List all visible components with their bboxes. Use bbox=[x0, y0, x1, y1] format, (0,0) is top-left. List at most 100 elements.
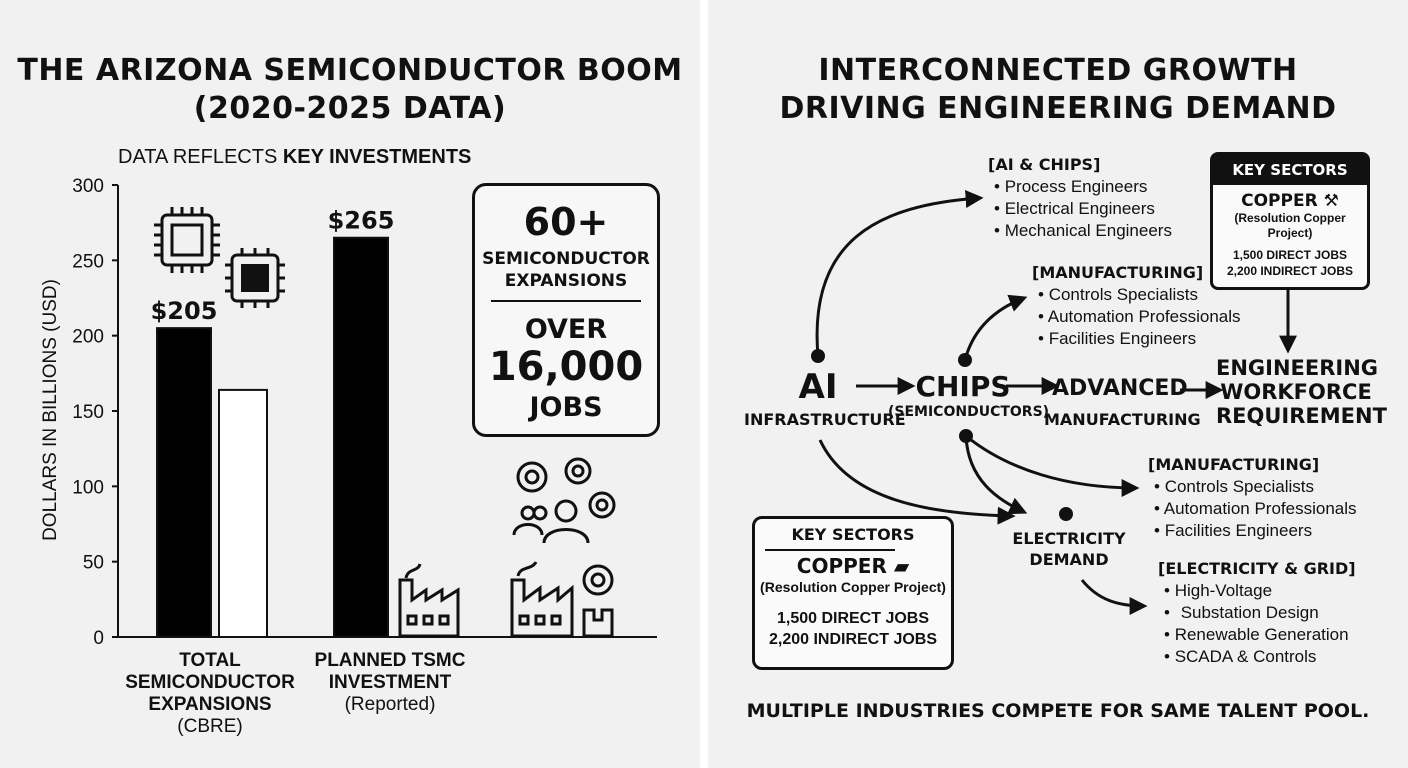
category-1-line1: TOTAL bbox=[179, 650, 241, 671]
list-item: High-Voltage bbox=[1164, 580, 1356, 602]
category-2-note: (Reported) bbox=[344, 694, 436, 715]
sector-bottom-direct: 1,500 DIRECT JOBS bbox=[776, 610, 930, 627]
left-title-line2: (2020-2025 DATA) bbox=[193, 91, 507, 126]
chips-node-dot-bottom bbox=[959, 429, 973, 443]
y-tick-label: 100 bbox=[72, 477, 104, 498]
y-tick-label: 200 bbox=[72, 327, 104, 348]
list-manufacturing-bottom: [MANUFACTURING] Controls Specialists Aut… bbox=[1148, 454, 1357, 542]
bar-series0-cat1 bbox=[333, 236, 389, 638]
chip-icon bbox=[225, 248, 285, 308]
node-electricity-line2: DEMAND bbox=[1029, 550, 1109, 569]
y-tick-label: 250 bbox=[72, 251, 104, 272]
bar-series1-cat0 bbox=[218, 388, 268, 639]
node-engineering-line1: ENGINEERING bbox=[1216, 356, 1379, 380]
list-item: Electrical Engineers bbox=[994, 198, 1172, 220]
arrow-ai-to-ai-chips-list bbox=[815, 190, 984, 357]
expansions-label: SEMICONDUCTOR EXPANSIONS bbox=[475, 248, 657, 292]
gears-people-icon bbox=[512, 457, 616, 544]
sector-top-project-line2: Project) bbox=[1267, 226, 1313, 240]
stat-box: 60+ SEMICONDUCTOR EXPANSIONS OVER 16,000… bbox=[472, 183, 660, 437]
category-1-line3: EXPANSIONS bbox=[148, 694, 272, 715]
factory-icon bbox=[398, 563, 460, 638]
left-title-line1: THE ARIZONA SEMICONDUCTOR BOOM bbox=[17, 53, 683, 88]
list-item: Facilities Engineers bbox=[1038, 328, 1241, 350]
arrow-chips-to-manufacturing-bottom bbox=[965, 434, 1140, 497]
ai-node-dot bbox=[811, 349, 825, 363]
pickaxe-icon: ⚒ bbox=[1323, 191, 1339, 211]
chip-icon bbox=[154, 207, 220, 273]
sector-top-indirect: 2,200 INDIRECT JOBS bbox=[1226, 264, 1354, 278]
flow-diagram bbox=[811, 190, 1297, 615]
category-2-line1: PLANNED TSMC bbox=[314, 650, 466, 671]
arrow-ai-to-electricity bbox=[818, 439, 1016, 525]
factory-gear-icon bbox=[510, 561, 614, 638]
stat-divider bbox=[491, 300, 641, 302]
sector-top-name: COPPER ⚒ bbox=[1213, 191, 1367, 211]
list-item: Automation Professionals bbox=[1038, 306, 1241, 328]
expansions-count: 60+ bbox=[523, 200, 609, 244]
sector-bottom-name-text: COPPER bbox=[796, 554, 887, 578]
node-electricity-line1: ELECTRICITY bbox=[1012, 529, 1126, 548]
sector-bottom-indirect: 2,200 INDIRECT JOBS bbox=[768, 631, 938, 648]
list-ai-chips-header: [AI & CHIPS] bbox=[988, 155, 1101, 174]
sector-top-header: KEY SECTORS bbox=[1213, 155, 1367, 185]
node-engineering-line2: WORKFORCE bbox=[1220, 380, 1372, 404]
footer-note: MULTIPLE INDUSTRIES COMPETE FOR SAME TAL… bbox=[746, 700, 1370, 722]
list-item: SCADA & Controls bbox=[1164, 646, 1356, 668]
list-item: Controls Specialists bbox=[1154, 476, 1357, 498]
node-engineering: ENGINEERING WORKFORCE REQUIREMENT bbox=[1216, 356, 1387, 428]
list-manufacturing-top-header: [MANUFACTURING] bbox=[1032, 263, 1204, 282]
node-chips: CHIPS bbox=[915, 370, 1011, 403]
bar-series0-cat0 bbox=[156, 327, 212, 638]
category-1-line2: SEMICONDUCTOR bbox=[125, 672, 295, 693]
copper-bar-icon: ▰ bbox=[893, 554, 910, 578]
jobs-over: OVER bbox=[524, 314, 608, 345]
expansions-label-line1: SEMICONDUCTOR bbox=[482, 249, 650, 269]
y-tick-label: 150 bbox=[72, 402, 104, 423]
node-ai: AI bbox=[798, 367, 838, 407]
list-item: Controls Specialists bbox=[1038, 284, 1241, 306]
list-item: Automation Professionals bbox=[1154, 498, 1357, 520]
list-electricity-grid-header: [ELECTRICITY & GRID] bbox=[1158, 559, 1356, 578]
node-chips-sub: (SEMICONDUCTORS) bbox=[888, 404, 1050, 420]
node-engineering-line3: REQUIREMENT bbox=[1216, 404, 1387, 428]
list-item: Substation Design bbox=[1164, 602, 1356, 624]
node-advanced: ADVANCED bbox=[1052, 376, 1188, 401]
subtitle-plain: DATA REFLECTS bbox=[118, 146, 283, 168]
bar-value-label: $205 bbox=[151, 297, 218, 325]
sector-top-project-line1: (Resolution Copper bbox=[1234, 211, 1346, 225]
sector-bottom-divider bbox=[765, 549, 895, 551]
left-panel: THE ARIZONA SEMICONDUCTOR BOOM (2020-202… bbox=[0, 0, 700, 768]
sector-bottom-header: KEY SECTORS bbox=[791, 525, 915, 544]
list-ai-chips: [AI & CHIPS] Process Engineers Electrica… bbox=[988, 154, 1172, 242]
sector-top-name-text: COPPER bbox=[1241, 191, 1318, 211]
sector-bottom-project: (Resolution Copper Project) bbox=[760, 579, 946, 595]
jobs-count: 16,000 bbox=[488, 344, 644, 390]
arrow-chips-to-manufacturing-top bbox=[963, 294, 1028, 361]
bar-value-label: $265 bbox=[328, 207, 395, 235]
list-electricity-grid: [ELECTRICITY & GRID] High-Voltage Substa… bbox=[1158, 558, 1356, 668]
key-sectors-box-bottom: KEY SECTORS COPPER ▰ (Resolution Copper … bbox=[752, 516, 954, 670]
sector-top-direct: 1,500 DIRECT JOBS bbox=[1232, 248, 1348, 262]
list-item-continued: Substation Design bbox=[1180, 603, 1319, 622]
list-manufacturing-top: [MANUFACTURING] Controls Specialists Aut… bbox=[1032, 262, 1241, 350]
node-advanced-sub: MANUFACTURING bbox=[1044, 410, 1201, 429]
list-item: Facilities Engineers bbox=[1154, 520, 1357, 542]
subtitle-bold: KEY INVESTMENTS bbox=[282, 146, 472, 168]
node-ai-sub: INFRASTRUCTURE bbox=[744, 410, 906, 429]
jobs-label: JOBS bbox=[529, 392, 603, 423]
y-tick-label: 300 bbox=[72, 176, 104, 197]
arrow-electricity-to-grid bbox=[1080, 579, 1148, 615]
category-1-note: (CBRE) bbox=[177, 716, 243, 737]
sector-bottom-name: COPPER ▰ bbox=[755, 554, 951, 578]
right-title-line2: DRIVING ENGINEERING DEMAND bbox=[779, 91, 1337, 126]
electricity-node-dot bbox=[1059, 507, 1073, 521]
right-title-line1: INTERCONNECTED GROWTH bbox=[818, 53, 1298, 88]
chart-subtitle: DATA REFLECTS KEY INVESTMENTS bbox=[118, 146, 471, 169]
list-item: Process Engineers bbox=[994, 176, 1172, 198]
list-item: Mechanical Engineers bbox=[994, 220, 1172, 242]
y-tick-label: 0 bbox=[93, 628, 104, 649]
right-panel: INTERCONNECTED GROWTH DRIVING ENGINEERIN… bbox=[708, 0, 1408, 768]
list-manufacturing-bottom-header: [MANUFACTURING] bbox=[1148, 455, 1320, 474]
category-label-2: PLANNED TSMC INVESTMENT (Reported) bbox=[290, 650, 490, 716]
